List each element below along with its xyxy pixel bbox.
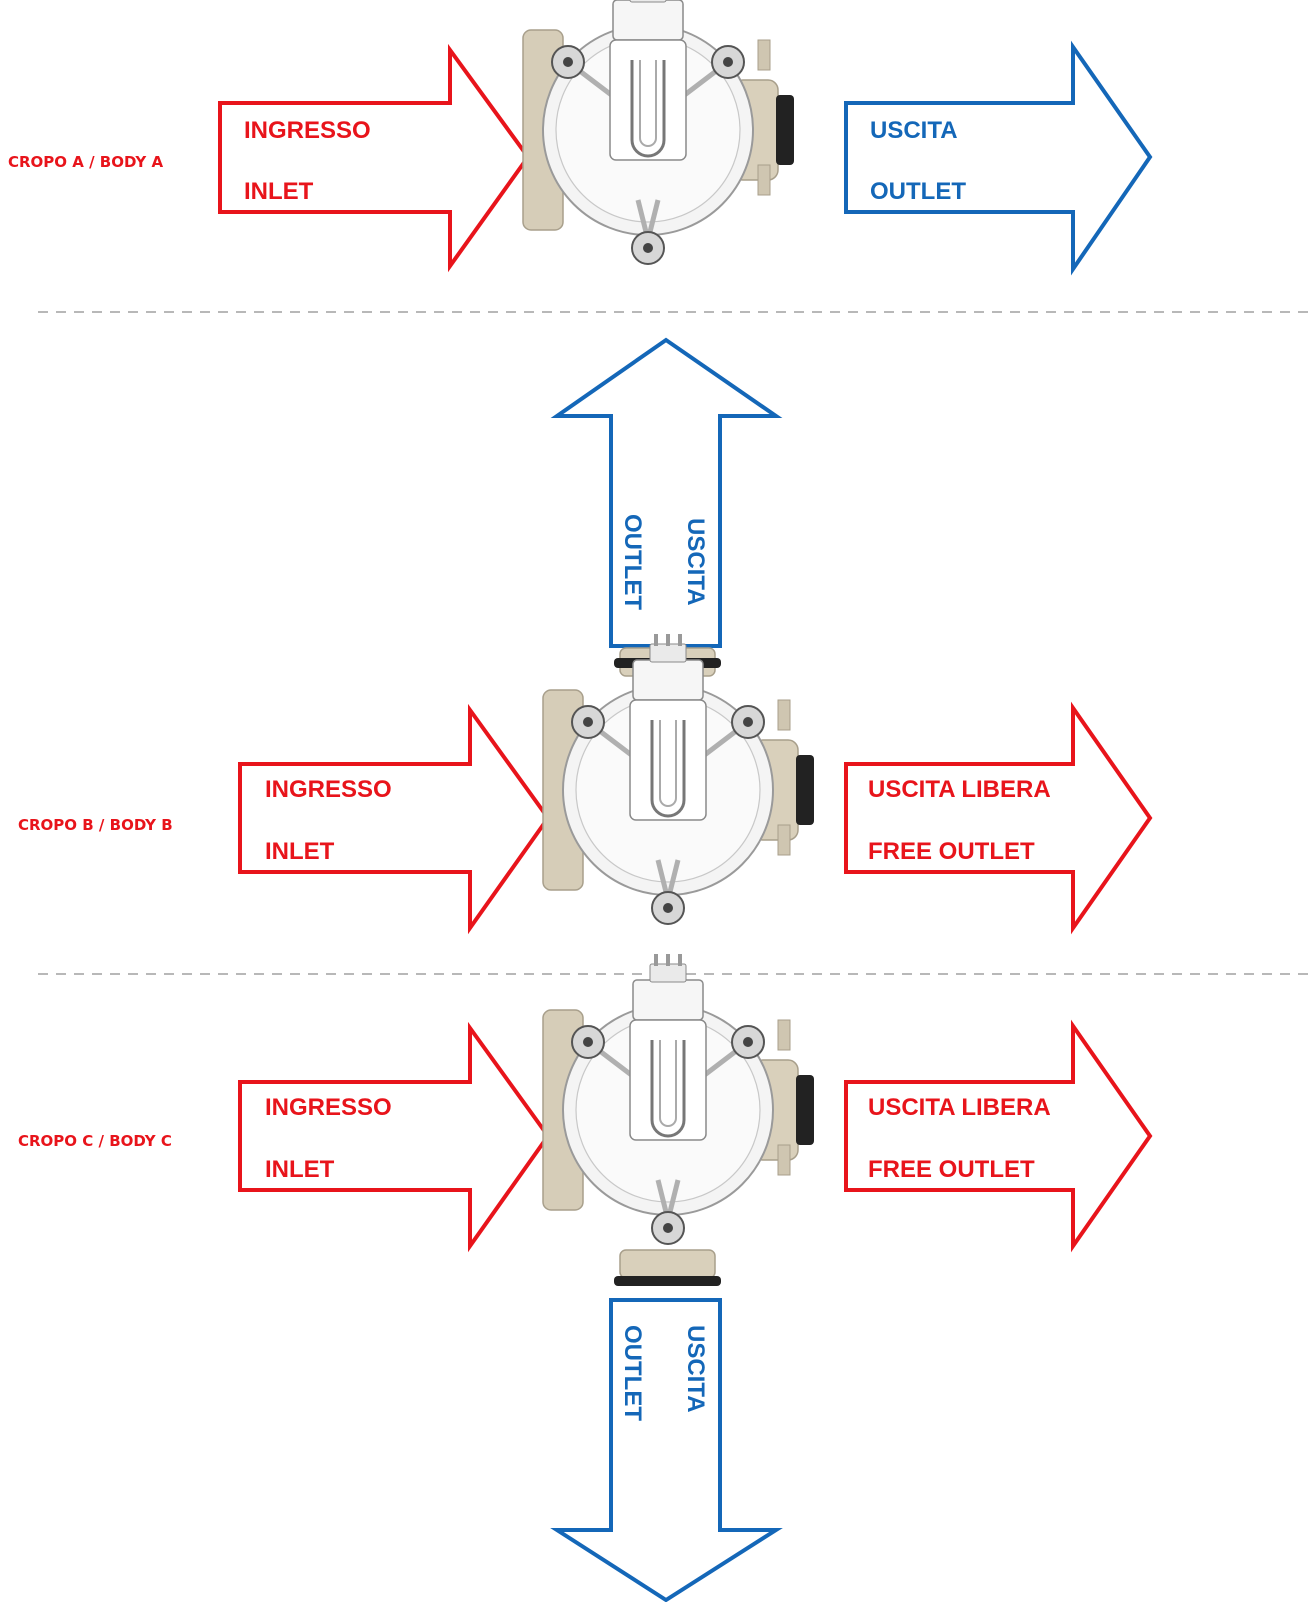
inlet-label-a-line1: INGRESSO	[244, 117, 371, 144]
free-outlet-label-b-line1: USCITA LIBERA	[868, 776, 1051, 803]
free-outlet-label-c-line2: FREE OUTLET	[868, 1156, 1035, 1183]
inlet-arrow-c	[238, 1021, 551, 1253]
free-outlet-label-b-line2: FREE OUTLET	[868, 838, 1035, 865]
outlet-label-a-line1: USCITA	[870, 117, 958, 144]
inlet-label-a-line2: INLET	[244, 178, 314, 205]
inlet-arrow-b	[238, 703, 551, 935]
inlet-label-b-line1: INGRESSO	[265, 776, 392, 803]
inlet-arrow-a	[218, 43, 531, 273]
outlet-fitting-c	[614, 1249, 721, 1286]
outlet-arrow-c	[550, 1298, 783, 1602]
solenoid-valve-icon-b	[543, 634, 814, 924]
body-label-c: CROPO C / BODY C	[18, 1132, 172, 1150]
outlet-label-a-line2: OUTLET	[870, 178, 966, 205]
inlet-label-b-line2: INLET	[265, 838, 335, 865]
free-outlet-arrow-b	[844, 701, 1153, 935]
body-label-b: CROPO B / BODY B	[18, 816, 173, 834]
outlet-label-b-line1: USCITA	[682, 518, 709, 606]
outlet-label-c-line1: USCITA	[682, 1325, 709, 1413]
free-outlet-label-c-line1: USCITA LIBERA	[868, 1094, 1051, 1121]
body-label-a: CROPO A / BODY A	[8, 153, 163, 171]
outlet-arrow-a	[844, 40, 1153, 276]
inlet-label-c-line1: INGRESSO	[265, 1094, 392, 1121]
inlet-label-c-line2: INLET	[265, 1156, 335, 1183]
solenoid-valve-icon-a	[523, 0, 794, 264]
solenoid-valve-icon-c	[543, 954, 814, 1244]
free-outlet-arrow-c	[844, 1019, 1153, 1253]
outlet-label-c-line2: OUTLET	[619, 1325, 646, 1421]
outlet-label-b-line2: OUTLET	[619, 514, 646, 610]
outlet-arrow-b	[550, 337, 783, 648]
